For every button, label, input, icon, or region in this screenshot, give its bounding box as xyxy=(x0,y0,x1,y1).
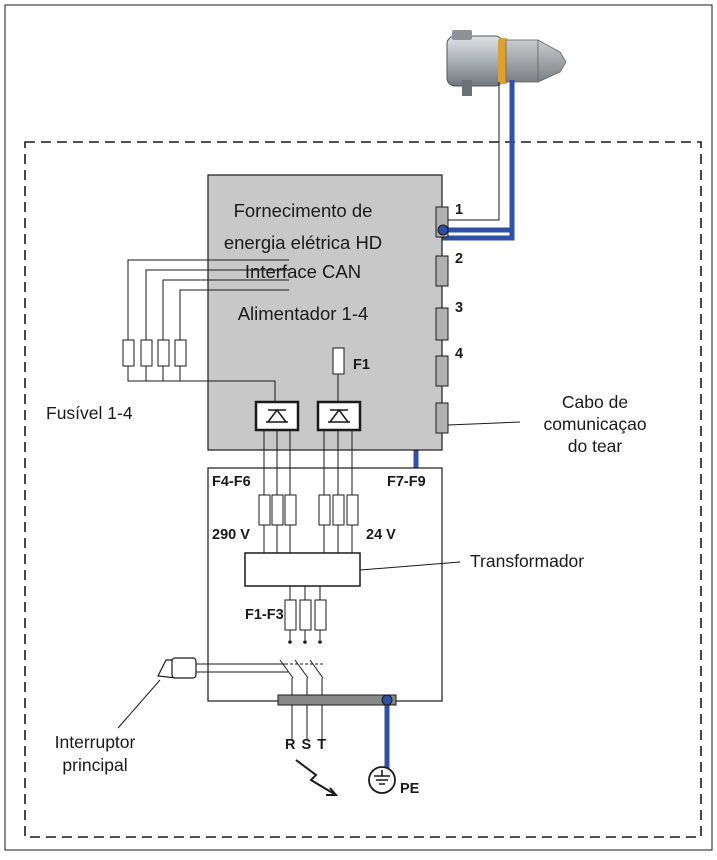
connector-1-label: 1 xyxy=(455,202,464,218)
psu-feeder: Alimentador 1-4 xyxy=(237,303,369,324)
fuses-f1-f3 xyxy=(284,599,327,644)
switch-handle-icon xyxy=(157,657,197,679)
can-lines xyxy=(127,259,289,340)
connector-strip xyxy=(435,206,449,434)
phases-label: R S T xyxy=(285,737,328,753)
machine-boundary xyxy=(24,141,702,838)
psu-title-line2: energia elétrica HD xyxy=(223,232,383,253)
motor-image xyxy=(446,30,567,96)
voltage-290-label: 290 V xyxy=(212,527,250,543)
ground-symbol-icon xyxy=(368,766,396,794)
fuse-f1 xyxy=(332,347,345,375)
rectifier-left xyxy=(254,400,300,432)
psu-title-line1: Fornecimento de xyxy=(233,200,373,221)
main-switch-contacts xyxy=(195,659,325,740)
cabo-line3: do tear xyxy=(567,436,623,456)
connector-4-label: 4 xyxy=(455,346,464,362)
fuses-1-4 xyxy=(122,339,276,402)
connector-3-label: 3 xyxy=(455,300,464,316)
fusivel-label: Fusível 1-4 xyxy=(46,403,133,423)
interruptor-line1: Interruptor xyxy=(54,732,136,752)
fuse-f4-f6-label: F4-F6 xyxy=(212,474,251,490)
lightning-icon xyxy=(295,759,339,796)
cabo-line2: comunicaçao xyxy=(543,414,647,434)
voltage-24-label: 24 V xyxy=(366,527,396,543)
fuse-f1-label: F1 xyxy=(353,357,370,373)
signal-cable xyxy=(446,82,500,221)
rectifier-wires xyxy=(263,430,353,495)
psu-can-interface: Interface CAN xyxy=(244,261,362,282)
rectifier-right xyxy=(316,400,362,432)
cabo-line1: Cabo de xyxy=(561,392,629,412)
pe-label: PE xyxy=(400,781,420,797)
fuse-f1-f3-label: F1-F3 xyxy=(245,607,284,623)
connector-2-label: 2 xyxy=(455,251,464,267)
ground-bar xyxy=(277,694,397,706)
outer-frame xyxy=(4,4,713,851)
transformer xyxy=(244,552,361,587)
fuse-f7-f9-label: F7-F9 xyxy=(387,474,426,490)
transformador-label: Transformador xyxy=(470,551,585,571)
interruptor-line2: principal xyxy=(62,755,128,775)
